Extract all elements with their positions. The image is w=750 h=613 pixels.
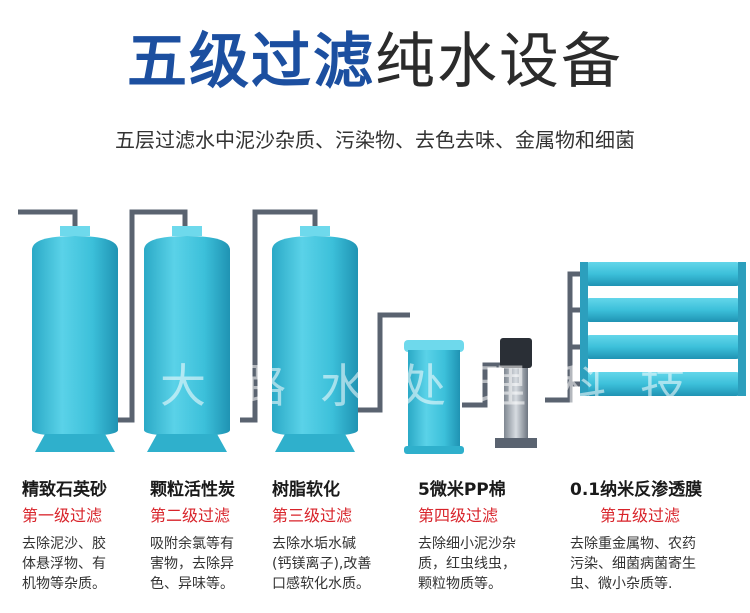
ro-membranes (580, 262, 746, 396)
pipes (18, 209, 585, 423)
high-pressure-pump (495, 338, 537, 448)
stage-name: 5微米PP棉 (418, 480, 506, 500)
stage-2: 颗粒活性炭 第二级过滤 吸附余氯等有 害物，去除异 色、异味等。 (150, 478, 280, 594)
watermark: 大路水处理科技 (160, 359, 720, 413)
stage-desc: 吸附余氯等有 害物，去除异 色、异味等。 (150, 536, 234, 592)
stage-desc: 去除泥沙、胶 体悬浮物、有 机物等杂质。 (22, 536, 106, 592)
title-rest: 纯水设备 (375, 27, 623, 97)
pp-filter-housing (404, 340, 464, 454)
stage-level: 第四级过滤 (418, 506, 499, 525)
title-emphasis: 五级过滤 (127, 27, 375, 97)
stage-level: 第二级过滤 (150, 506, 231, 525)
stage-desc: 去除水垢水碱 (钙镁离子),改善 口感软化水质。 (272, 536, 372, 592)
filtration-diagram (18, 209, 746, 454)
stage-4: 5微米PP棉 第四级过滤 去除细小泥沙杂 质，红虫线虫， 颗粒物质等。 (418, 478, 558, 594)
stage-1: 精致石英砂 第一级过滤 去除泥沙、胶 体悬浮物、有 机物等杂质。 (22, 478, 152, 594)
tank-2 (144, 226, 230, 452)
stage-name: 树脂软化 (272, 480, 340, 500)
stage-3: 树脂软化 第三级过滤 去除水垢水碱 (钙镁离子),改善 口感软化水质。 (272, 478, 412, 594)
stage-desc: 去除重金属物、农药 污染、细菌病菌寄生 虫、微小杂质等. (570, 536, 696, 592)
page-title: 五级过滤纯水设备 (0, 22, 750, 102)
stage-level: 第三级过滤 (272, 506, 353, 525)
stage-name: 颗粒活性炭 (150, 480, 235, 500)
subtitle: 五层过滤水中泥沙杂质、污染物、去色去味、金属物和细菌 (115, 128, 635, 152)
stage-name: 0.1纳米反渗透膜 (570, 480, 703, 500)
stage-level: 第五级过滤 (600, 506, 681, 525)
tank-1 (32, 226, 118, 452)
stage-name: 精致石英砂 (22, 480, 107, 500)
stage-level: 第一级过滤 (22, 506, 103, 525)
stage-desc: 去除细小泥沙杂 质，红虫线虫， 颗粒物质等。 (418, 536, 516, 592)
stage-5: 0.1纳米反渗透膜 第五级过滤 去除重金属物、农药 污染、细菌病菌寄生 虫、微小… (570, 478, 745, 594)
tank-3 (272, 226, 358, 452)
